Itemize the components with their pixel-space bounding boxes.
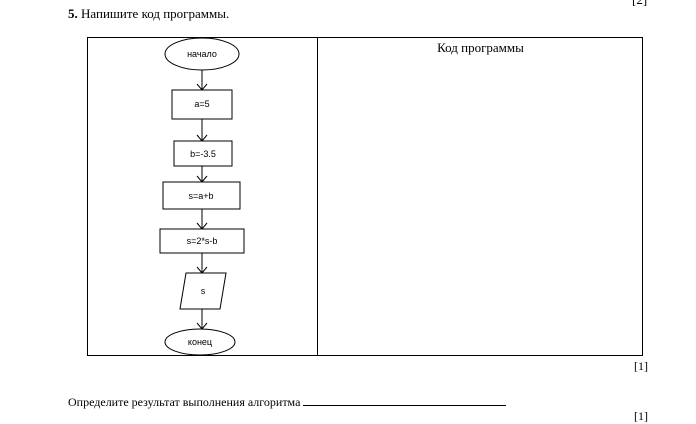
process-box-b <box>173 140 233 167</box>
table-column-divider <box>317 37 318 356</box>
result-prompt: Определите результат выполнения алгоритм… <box>68 395 301 409</box>
output-label: s <box>201 286 206 296</box>
step-s1-label: s=a+b <box>188 191 213 201</box>
output-parallelogram <box>179 272 227 310</box>
score-mark-code: [1] <box>634 359 648 373</box>
task-table <box>87 37 643 356</box>
step-a-label: a=5 <box>194 99 209 109</box>
score-mark-result: [1] <box>634 409 648 423</box>
process-box-s2 <box>159 228 245 254</box>
step-b-label: b=-3.5 <box>190 149 216 159</box>
start-terminator <box>164 37 240 71</box>
question-heading: 5. Напишите код программы. <box>68 6 229 22</box>
question-text: Напишите код программы. <box>81 6 230 21</box>
end-terminator <box>164 328 236 356</box>
answer-blank[interactable] <box>303 394 507 406</box>
top-score-mark: [2] <box>632 0 647 8</box>
start-label: начало <box>187 49 217 59</box>
code-column-header: Код программы <box>437 40 524 55</box>
result-question: Определите результат выполнения алгоритм… <box>68 394 507 410</box>
process-box-s1 <box>162 181 241 210</box>
question-number: 5. <box>68 6 78 21</box>
step-s2-label: s=2*s-b <box>187 236 218 246</box>
end-label: конец <box>188 337 212 347</box>
process-box-a <box>171 89 233 120</box>
